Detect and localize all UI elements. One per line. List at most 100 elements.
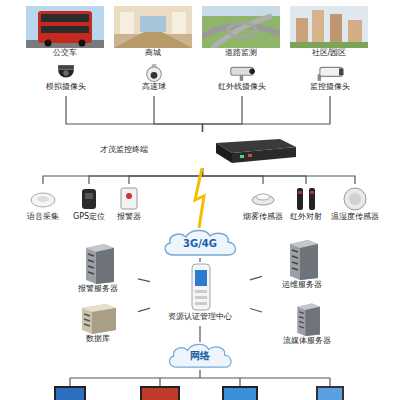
icon-part <box>79 40 86 47</box>
icon-part <box>82 189 96 209</box>
node-label: 道路监测 <box>225 48 257 58</box>
icon-part <box>195 296 207 299</box>
icon-part <box>309 188 315 210</box>
node-label: 运维服务器 <box>282 280 322 290</box>
icon-part <box>299 312 304 328</box>
wire <box>159 378 160 386</box>
icon-part <box>88 254 94 274</box>
monitor-screen <box>56 388 84 400</box>
icon <box>30 64 102 82</box>
device-node: 才茂监控终端 <box>100 132 305 168</box>
node-label: 模拟摄像头 <box>46 82 86 92</box>
icon-part <box>249 69 255 75</box>
node-label: 3G/4G <box>183 238 217 249</box>
connector <box>89 168 203 184</box>
icon-part <box>114 6 192 48</box>
node-label: 语音采集 <box>27 212 59 222</box>
wire <box>70 377 330 378</box>
icon <box>58 242 138 284</box>
icon <box>280 184 332 212</box>
icon-part <box>151 72 158 79</box>
icon <box>236 184 290 212</box>
icon-part <box>349 193 361 205</box>
device-node: 运维服务器 <box>262 238 342 292</box>
device-node: 道路监测 <box>202 6 280 62</box>
icon-part <box>92 308 116 334</box>
monitor-screen <box>142 388 178 400</box>
icon <box>294 64 366 82</box>
icon-part <box>140 16 166 32</box>
connector <box>43 168 203 184</box>
icon-part <box>126 193 132 199</box>
icon <box>209 133 301 167</box>
connector <box>203 96 331 132</box>
icon-part <box>192 264 210 310</box>
node-label: 公交车 <box>53 48 77 58</box>
icon-part <box>31 193 55 207</box>
icon-part <box>297 304 320 336</box>
connector <box>203 96 243 132</box>
connector <box>250 309 262 313</box>
icon-part <box>38 11 92 43</box>
node-label: 才茂监控终端 <box>100 145 209 155</box>
icon-part <box>298 191 302 194</box>
icon-part <box>300 244 318 280</box>
icon <box>58 300 138 334</box>
icon-part <box>310 191 314 194</box>
connector <box>203 168 356 184</box>
icon <box>326 184 384 212</box>
device-node: 数据库 <box>58 300 138 346</box>
device-node: 商城 <box>114 6 192 62</box>
icon-part <box>58 70 74 78</box>
device-node: 高速球 <box>118 64 190 96</box>
icon-part <box>114 32 192 48</box>
icon-part <box>216 143 232 163</box>
icon-part <box>147 67 162 82</box>
icon-part <box>120 12 134 34</box>
icon-part <box>172 12 186 34</box>
monitor-screen <box>224 388 256 400</box>
wire <box>199 370 200 378</box>
device-node: 流媒体服务器 <box>262 302 352 348</box>
icon-part <box>85 193 93 199</box>
node-label: 数据库 <box>86 334 110 344</box>
monitor <box>140 386 180 400</box>
device-node: 社区/园区 <box>290 6 368 62</box>
icon <box>118 64 190 82</box>
icon-part <box>121 188 137 209</box>
icon-part <box>228 23 256 37</box>
icon-part <box>84 314 90 326</box>
connector <box>199 258 200 262</box>
wireless-link <box>195 168 204 228</box>
connector <box>154 96 203 132</box>
icon-part <box>305 307 320 336</box>
icon-part <box>297 188 303 210</box>
node-label: 报警服务器 <box>78 284 118 294</box>
icon-part <box>256 194 270 200</box>
icon <box>290 6 368 48</box>
connector <box>129 168 203 184</box>
icon-part <box>240 155 244 158</box>
icon-part <box>339 69 344 76</box>
icon <box>262 238 342 280</box>
icon-part <box>195 270 207 286</box>
icon-part <box>165 230 235 255</box>
node-label: 烟雾传感器 <box>243 212 283 222</box>
icon-part <box>232 147 296 163</box>
node-label: 监控摄像头 <box>310 82 350 92</box>
device-node: 报警器 <box>104 184 154 226</box>
icon <box>26 6 104 48</box>
node-label: 社区/园区 <box>312 48 347 58</box>
device-node: 红外线摄像头 <box>206 64 278 96</box>
icon <box>202 6 280 48</box>
icon <box>104 184 154 212</box>
device-node: 烟雾传感器 <box>236 184 290 226</box>
connector <box>199 326 200 342</box>
node-label: 红外对射 <box>290 212 322 222</box>
device-node: 温湿度传感器 <box>326 184 384 226</box>
icon-part <box>82 304 116 334</box>
node-label: 商城 <box>145 48 161 58</box>
wire <box>69 378 70 386</box>
